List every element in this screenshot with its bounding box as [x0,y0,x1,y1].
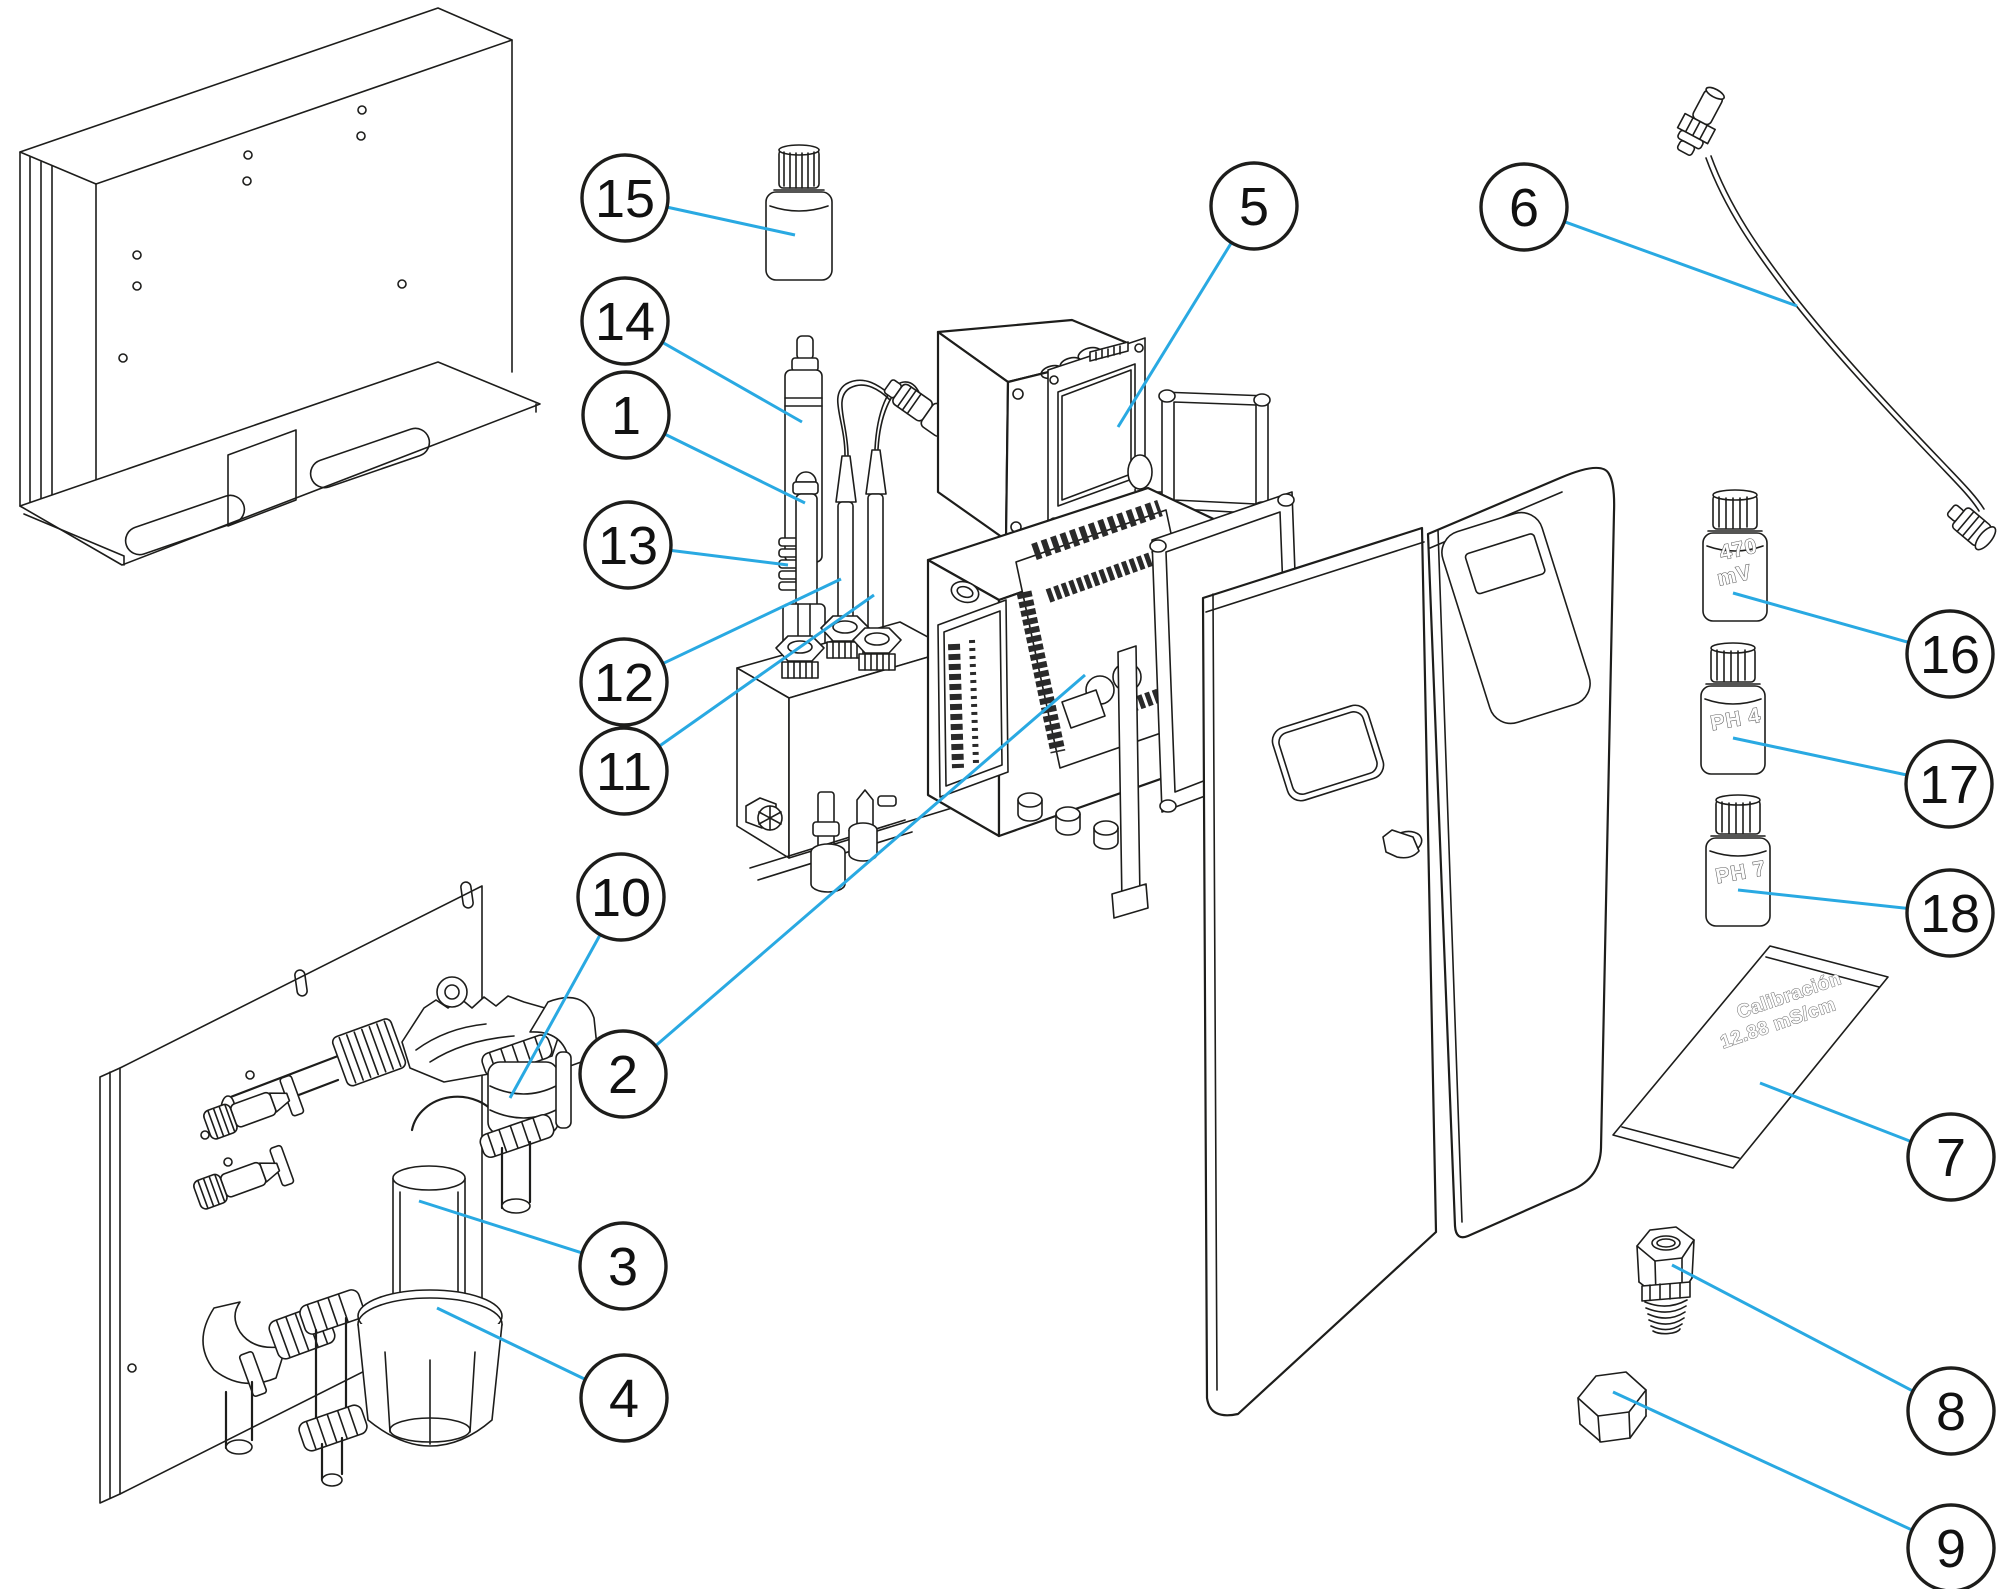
leader-line-16 [1732,591,1910,644]
callout-number-15: 15 [595,169,655,229]
callout-circle-16 [1905,609,1995,699]
callout-number-17: 17 [1919,755,1979,815]
leader-line-4 [436,1306,586,1381]
probe-item11 [865,381,923,633]
filter-bowl-item4 [357,1289,503,1447]
callout-circle-14 [580,276,670,366]
leader-line-11 [658,593,875,748]
controller-group [926,318,1305,919]
callout-number-1: 1 [611,386,641,446]
callout-circle-3 [578,1221,668,1311]
display-module-item5 [1047,337,1146,531]
callout-circle-8 [1906,1366,1996,1456]
callout-circle-5 [1209,161,1299,251]
callout-circle-7 [1906,1112,1996,1202]
callout-circle-2 [578,1029,668,1119]
cover-latch [1382,829,1423,859]
calibration-bottle-ph4: PH 4 [1700,642,1766,775]
front-cover-panel [1201,526,1438,1417]
calibration-bottle-ph7: PH 7 [1705,794,1771,927]
callout-number-4: 4 [609,1369,639,1429]
callout-number-5: 5 [1239,177,1269,237]
injection-valve [203,1074,305,1140]
electrode-cable-item6 [1676,86,1997,551]
cover-panels [1201,466,1616,1417]
callout-number-2: 2 [608,1045,638,1105]
bottom-glands [1017,792,1119,850]
injection-valve [193,1144,295,1210]
leader-line-1 [663,432,806,505]
callout-number-3: 3 [608,1237,638,1297]
callout-circle-1 [581,370,671,460]
callout-number-13: 13 [598,516,658,576]
callout-circle-6 [1479,162,1569,252]
side-terminal-panel [937,599,1009,798]
callout-circle-10 [576,852,666,942]
callout-circle-17 [1904,739,1994,829]
hex-cap-nut-item9 [1577,1371,1647,1443]
leader-line-5 [1116,241,1233,428]
leader-line-7 [1759,1081,1912,1143]
callouts: 15 14 1 13 12 11 10 2 3 4 5 6 16 17 18 7 8 9 [576,153,1996,1589]
callout-circle-13 [583,500,673,590]
leader-line-12 [662,577,842,665]
ball-valve-item10 [479,1051,572,1214]
callout-number-7: 7 [1936,1128,1966,1188]
wall-bracket-part [19,7,541,566]
bracket-slot [309,427,431,489]
leader-line-2 [654,673,1086,1048]
threaded-fitting-item8 [1636,1226,1695,1335]
elbow-union-assembly [202,1289,368,1487]
leader-line-15 [666,205,796,237]
callout-number-16: 16 [1920,625,1980,685]
calibration-bottle-470mv: 470 mV [1702,489,1768,622]
callout-number-14: 14 [595,292,655,352]
electrode-group [736,144,957,893]
bracket-slot [124,494,246,556]
callout-circle-9 [1906,1503,1996,1589]
filter-panel-part [99,881,599,1504]
electrode-bottle-item15 [765,144,833,281]
back-cover-panel [1382,466,1616,1239]
callout-number-18: 18 [1920,884,1980,944]
filter-cylinder-item3 [392,1165,466,1306]
leader-line-8 [1671,1263,1914,1393]
leader-line-14 [661,341,803,424]
upper-clear-lid [1158,389,1271,515]
bracket-screw-holes [118,105,407,363]
flow-cell-manifold [736,615,953,893]
callout-number-10: 10 [591,868,651,928]
callout-number-8: 8 [1936,1382,1966,1442]
leader-lines [418,205,1914,1532]
callout-number-11: 11 [596,742,652,802]
callout-circle-18 [1905,868,1995,958]
leader-line-18 [1737,888,1908,910]
leader-line-6 [1563,220,1798,308]
leader-line-9 [1612,1390,1913,1532]
callout-circle-11 [579,726,669,816]
callout-circle-15 [580,153,670,243]
callout-number-6: 6 [1509,178,1539,238]
leader-line-10 [508,933,602,1099]
callout-circle-12 [579,637,669,727]
callout-number-12: 12 [594,653,654,713]
leader-line-13 [670,548,789,567]
callout-number-9: 9 [1936,1519,1966,1579]
leader-line-17 [1732,736,1908,777]
calibration-pouch-item7: Calibración 12.88 mS/cm [1612,945,1889,1169]
leader-line-3 [418,1199,583,1255]
callout-circle-4 [579,1353,669,1443]
